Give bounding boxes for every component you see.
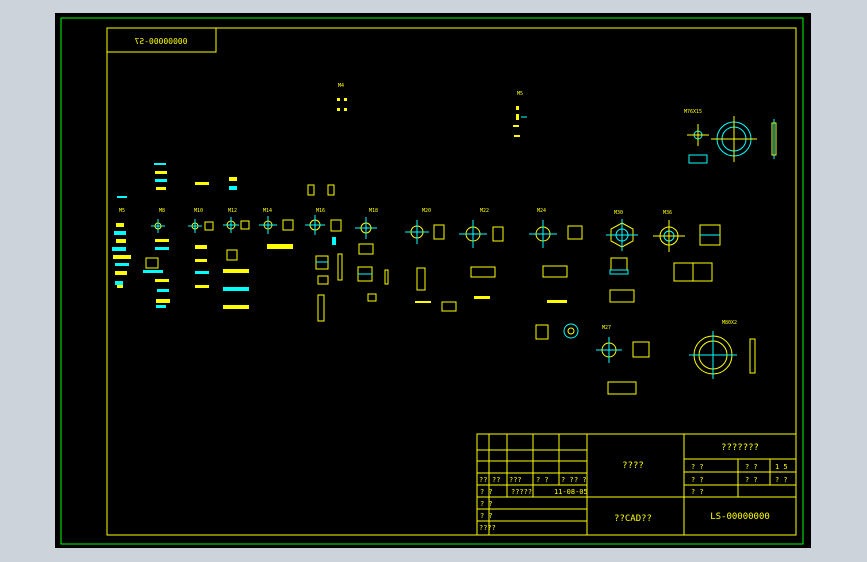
left-r1-c2: ?? xyxy=(492,476,500,484)
label-m14: M14 xyxy=(263,208,272,214)
label-m30: M30 xyxy=(614,210,623,216)
title-block-title: ??????? xyxy=(721,443,759,453)
m30-m36-parts xyxy=(606,219,721,303)
drawing-canvas: 00000000-S7 M4 M5 M76X15 M5 M8 M10 M12 M… xyxy=(60,17,804,545)
scale-row-cell-1: ? ? xyxy=(691,463,704,471)
m80x2-ring-nut xyxy=(689,331,756,379)
label-m16: M16 xyxy=(316,208,325,214)
label-m20: M20 xyxy=(422,208,431,214)
left-r1-c5: ? ? xyxy=(561,476,574,484)
left-r2-c1: ? ? xyxy=(480,488,493,496)
m4-parts xyxy=(337,98,347,111)
title-block-name: ???? xyxy=(622,461,644,471)
inner-frame xyxy=(106,27,797,536)
label-m36: M36 xyxy=(663,210,672,216)
label-m18: M18 xyxy=(369,208,378,214)
left-r2-c2: ????? xyxy=(511,488,532,496)
title-block-drawing-number: LS-00000000 xyxy=(710,512,770,522)
m14-parts xyxy=(259,216,294,249)
m5-parts xyxy=(513,106,527,137)
m10-m12-columns xyxy=(188,217,250,309)
label-m4: M4 xyxy=(338,83,344,89)
label-m27: M27 xyxy=(602,325,611,331)
left-r1-c3: ??? xyxy=(509,476,522,484)
label-m8: M8 xyxy=(159,208,165,214)
m20-parts xyxy=(405,220,457,312)
m16-parts xyxy=(305,215,343,322)
sheet-row-cell-1: ? ? xyxy=(691,476,704,484)
outer-border xyxy=(60,17,804,545)
label-m10: M10 xyxy=(194,208,203,214)
label-m24: M24 xyxy=(537,208,546,214)
drawing-code-mirrored: 00000000-S7 xyxy=(134,37,187,46)
scale-row-cell-2: ? ? xyxy=(745,463,758,471)
sheet-row-cell-2: ? ? xyxy=(745,476,758,484)
title-block xyxy=(476,433,797,536)
m27-parts xyxy=(596,337,650,395)
m8-column xyxy=(143,219,170,308)
title-block-date: 11-08-05 xyxy=(554,488,588,496)
label-m22: M22 xyxy=(480,208,489,214)
label-m76x15: M76X15 xyxy=(684,109,702,115)
left-r3: ? ? xyxy=(480,500,493,508)
m76x15-nut xyxy=(687,116,777,164)
label-m5: M5 xyxy=(517,91,523,97)
label-m12: M12 xyxy=(228,208,237,214)
label-m5b: M5 xyxy=(119,208,125,214)
small-hardware-top xyxy=(117,163,335,198)
left-r1-c4: ? ? xyxy=(536,476,549,484)
left-r4: ? ? xyxy=(480,512,493,520)
m24-parts xyxy=(529,220,583,340)
title-block-software: ??CAD?? xyxy=(614,514,652,524)
sheet-row-cell-3: ? ? xyxy=(775,476,788,484)
m18-parts xyxy=(355,217,389,302)
title-block-text: ??????? ???? ??CAD?? LS-00000000 11-08-0… xyxy=(479,443,788,532)
cad-drawing-sheet[interactable]: 00000000-S7 M4 M5 M76X15 M5 M8 M10 M12 M… xyxy=(55,13,811,548)
label-m80x2: M80X2 xyxy=(722,320,737,326)
left-r1-c1: ?? xyxy=(479,476,487,484)
scale-row-cell-3: 1 5 xyxy=(775,463,788,471)
extra-row-cell: ? ? xyxy=(691,488,704,496)
drawing-code-box: 00000000-S7 xyxy=(106,27,217,53)
m5-column xyxy=(112,223,131,288)
size-labels: M4 M5 M76X15 M5 M8 M10 M12 M14 M16 M18 M… xyxy=(119,83,737,331)
left-r1-c6: ? ? xyxy=(574,476,587,484)
m22-parts xyxy=(459,220,504,299)
left-r5: ???? xyxy=(479,524,496,532)
